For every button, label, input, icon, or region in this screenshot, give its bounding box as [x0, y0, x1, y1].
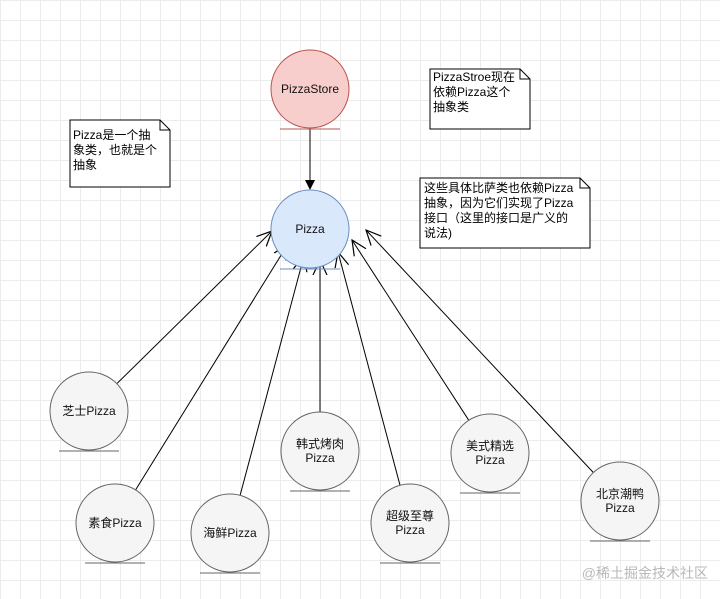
note-line: 抽象类: [433, 100, 469, 114]
note-line: 抽象: [73, 158, 97, 172]
watermark: @稀土掘金技术社区: [582, 565, 708, 581]
edge-chaoji-to-pizza: [338, 252, 401, 486]
node-circle: [280, 411, 360, 491]
node-zhishi[interactable]: 芝士Pizza: [49, 371, 129, 452]
node-circle: [370, 483, 450, 563]
node-store[interactable]: PizzaStore: [270, 49, 350, 130]
node-circle: [270, 189, 350, 269]
edges-layer: [116, 128, 594, 496]
node-circle: [270, 49, 350, 129]
note-line: 这些具体比萨类也依赖Pizza: [424, 180, 574, 195]
node-label: 超级至尊: [386, 508, 434, 523]
node-label: Pizza: [605, 501, 635, 515]
edge-haixian-to-pizza: [239, 256, 304, 496]
edge-meishi-to-pizza: [352, 240, 470, 421]
node-label: Pizza: [295, 222, 325, 236]
node-label: 韩式烤肉: [296, 436, 344, 451]
node-circle: [190, 493, 270, 573]
node-label: 北京潮鸭: [596, 486, 644, 501]
node-label: 素食Pizza: [88, 515, 142, 530]
node-circle: [49, 371, 129, 451]
note-line: PizzaStroe现在: [433, 70, 515, 84]
note-line: 接口（这里的接口是广义的: [424, 210, 568, 225]
node-label: Pizza: [305, 451, 335, 465]
note-fold: [159, 120, 170, 131]
node-pizza[interactable]: Pizza: [270, 189, 350, 270]
note-line: 抽象，因为它们实现了Pizza: [424, 195, 574, 210]
note-line: 象类，也就是个: [73, 143, 157, 157]
note-line: 依赖Pizza这个: [433, 84, 510, 99]
node-circle: [450, 413, 530, 493]
note-fold: [519, 69, 530, 80]
node-circle: [75, 483, 155, 563]
node-label: 海鲜Pizza: [203, 525, 257, 540]
node-circle: [580, 461, 660, 541]
node-label: PizzaStore: [281, 82, 339, 96]
node-label: Pizza: [475, 453, 505, 467]
node-label: Pizza: [395, 523, 425, 537]
node-haixian[interactable]: 海鲜Pizza: [190, 493, 270, 574]
node-sushi[interactable]: 素食Pizza: [75, 483, 155, 564]
edge-sushi-to-pizza: [135, 244, 288, 491]
note-shape: [429, 68, 531, 130]
note-shape: [69, 119, 171, 188]
node-label: 芝士Pizza: [62, 403, 116, 418]
note-concrete[interactable]: 这些具体比萨类也依赖Pizza抽象，因为它们实现了Pizza接口（这里的接口是广…: [419, 177, 591, 249]
note-line: Pizza是一个抽: [73, 128, 150, 142]
note-fold: [579, 178, 590, 189]
node-label: 美式精选: [466, 439, 514, 453]
note-line: 说法): [424, 225, 452, 240]
edge-zhishi-to-pizza: [116, 231, 272, 385]
note-shape: [419, 177, 591, 249]
edge-beijing-to-pizza: [366, 230, 594, 473]
